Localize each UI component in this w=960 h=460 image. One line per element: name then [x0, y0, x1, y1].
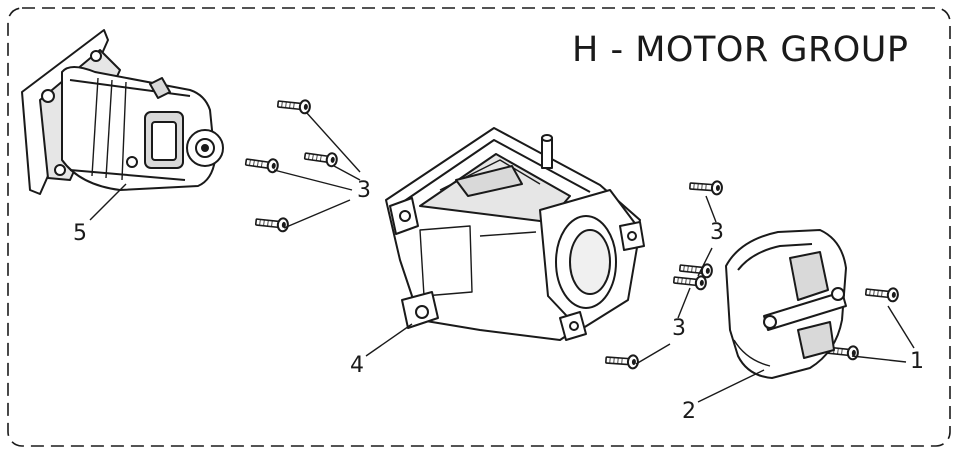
screw-icon — [688, 178, 724, 196]
screw-icon — [254, 214, 290, 233]
screw-icon — [276, 96, 312, 115]
screw-icon — [678, 260, 714, 279]
dashed-frame — [7, 7, 951, 447]
callout-2: 2 — [682, 399, 696, 424]
callout-3-upper-right: 3 — [710, 220, 724, 245]
screw-icon — [303, 148, 339, 168]
motor-icon — [21, 29, 224, 195]
screw-icon — [672, 272, 708, 291]
end-cap-icon — [725, 229, 847, 379]
callout-3-left: 3 — [357, 178, 371, 203]
motor-housing-icon — [385, 127, 645, 341]
screw-icon — [244, 154, 280, 174]
callout-5: 5 — [73, 221, 87, 246]
callout-1: 1 — [910, 349, 924, 374]
callout-4: 4 — [350, 353, 364, 378]
screw-icon — [604, 352, 640, 370]
screw-icon — [864, 284, 900, 303]
leader-lines — [89, 111, 915, 403]
diagram-title: H - MOTOR GROUP — [572, 30, 909, 70]
callout-3-lower-right: 3 — [672, 316, 686, 341]
